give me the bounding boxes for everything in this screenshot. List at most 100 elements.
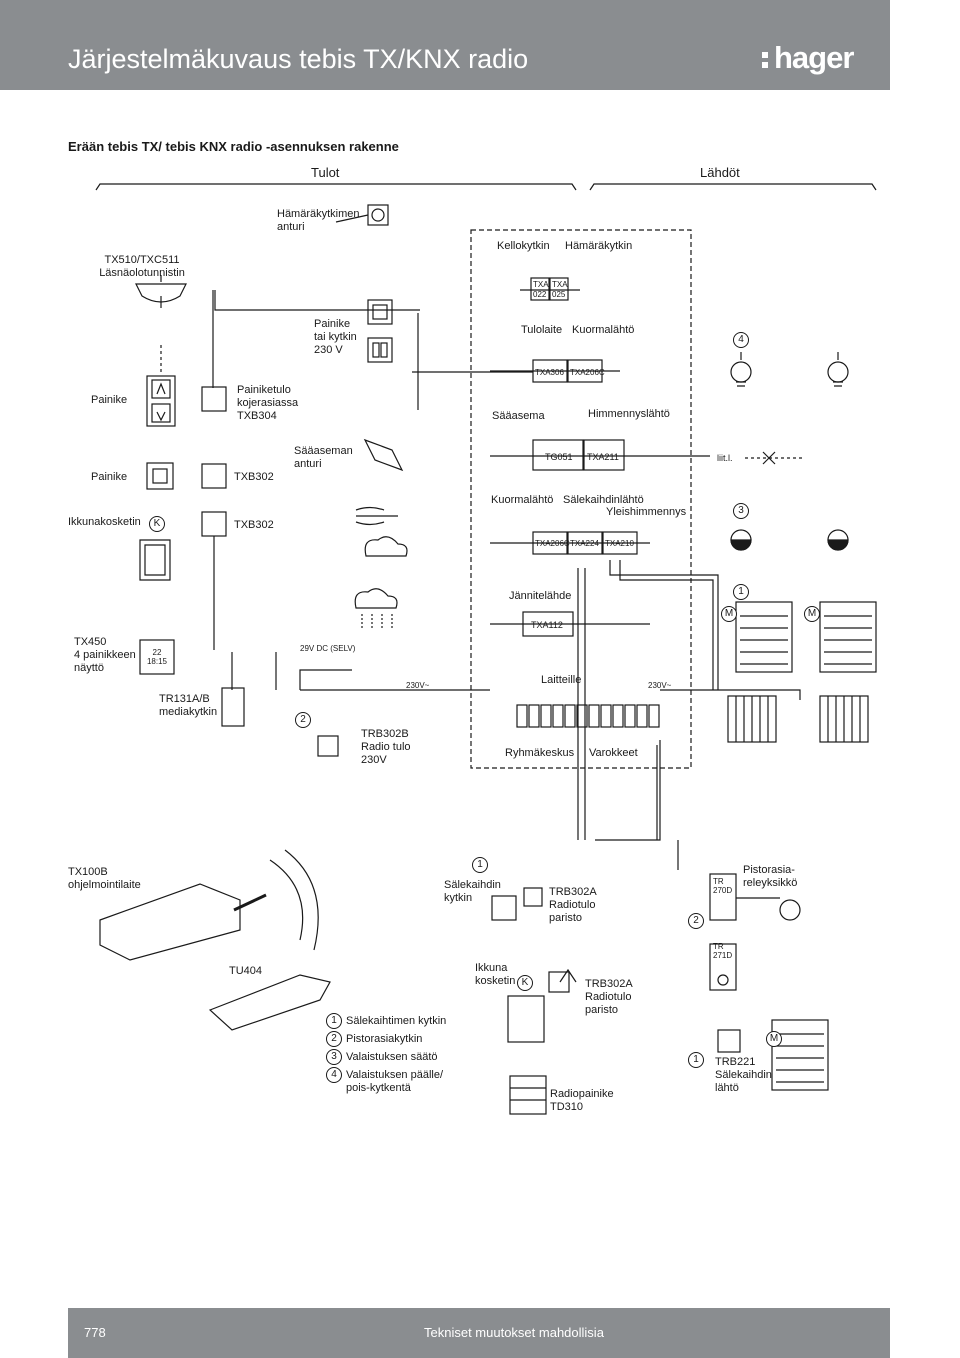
page-footer: 778 Tekniset muutokset mahdollisia bbox=[68, 1308, 890, 1358]
txa211-label: TXA211 bbox=[587, 452, 619, 462]
trb302a-label-1: TRB302A Radiotulo paristo bbox=[549, 886, 597, 924]
presence-label: TX510/TXC511 Läsnäolotunnistin bbox=[99, 254, 185, 279]
radio-waves-icon-1 bbox=[269, 849, 319, 951]
badge-3: 3 bbox=[733, 503, 749, 519]
txa206c-label-2: TXA206C bbox=[535, 539, 570, 548]
badge-2-top: 2 bbox=[295, 712, 311, 728]
fuses-label: Varokkeet bbox=[589, 747, 638, 759]
legend-text-3: Valaistuksen säätö bbox=[346, 1051, 438, 1063]
painike-label-1: Painike bbox=[91, 394, 128, 406]
motor-badge-1: M bbox=[721, 606, 737, 622]
distribution-label: Ryhmäkeskus bbox=[505, 747, 575, 759]
ac-label-1: 230V~ bbox=[406, 681, 430, 690]
shutter-switch-label: Sälekaihdin kytkin bbox=[444, 879, 501, 904]
trb221-icon bbox=[717, 1029, 741, 1053]
diagram-subtitle: Erään tebis TX/ tebis KNX radio -asennuk… bbox=[68, 139, 399, 154]
weather-sensor-icon bbox=[363, 438, 404, 472]
breakers bbox=[516, 704, 660, 728]
txa112-label: TXA112 bbox=[531, 620, 563, 630]
tx450-display-icon bbox=[139, 639, 175, 675]
txa025-module bbox=[549, 277, 569, 301]
pushbutton-230v-icon-2 bbox=[367, 337, 393, 363]
lamp-icon-2 bbox=[827, 361, 849, 387]
cabinet-dashed-outline bbox=[470, 229, 692, 769]
tx100b-label: TX100B ohjelmointilaite bbox=[68, 866, 141, 891]
outputs-bracket bbox=[589, 183, 877, 191]
txb304-icon bbox=[201, 386, 227, 412]
twilight-switch-label: Hämäräkytkin bbox=[565, 240, 633, 252]
page-title: Järjestelmäkuvaus tebis TX/KNX radio bbox=[68, 44, 529, 74]
connection-label: liit.l. bbox=[717, 453, 733, 463]
txb302-icon-2 bbox=[201, 511, 227, 537]
txb302-icon-1 bbox=[201, 463, 227, 489]
legend-text-2: Pistorasiakytkin bbox=[346, 1033, 423, 1045]
window-icon bbox=[139, 539, 171, 581]
devices-label: Laitteille bbox=[541, 674, 582, 686]
clock-switch-label: Kellokytkin bbox=[497, 240, 550, 252]
tr131-icon bbox=[221, 687, 245, 727]
shutter-icon-3 bbox=[771, 1019, 829, 1091]
inputs-bracket bbox=[95, 183, 577, 191]
badge-1-shutter: 1 bbox=[472, 857, 488, 873]
page-header: Järjestelmäkuvaus tebis TX/KNX radio hag… bbox=[0, 0, 890, 90]
txa224-label: TXA224 bbox=[570, 539, 599, 548]
motor-badge-2: M bbox=[804, 606, 820, 622]
radiator-icon-1 bbox=[727, 695, 777, 743]
trb302b-label: TRB302B Radio tulo 230V bbox=[361, 728, 411, 766]
k-badge-2: K bbox=[517, 975, 533, 991]
load-output-label-2: Kuormalähtö bbox=[491, 494, 554, 506]
bus-wire-5 bbox=[214, 290, 420, 311]
page-number: 778 bbox=[84, 1325, 106, 1340]
pushbutton-230v-icon-1 bbox=[367, 299, 393, 325]
txa306-label: TXA306 bbox=[535, 368, 564, 377]
dimmer-lamp-icon-1 bbox=[730, 529, 752, 551]
tg051-module bbox=[532, 439, 584, 471]
txa022-module bbox=[530, 277, 550, 301]
motor-badge-3: M bbox=[766, 1031, 782, 1047]
badge-1-trb221: 1 bbox=[688, 1052, 704, 1068]
lamp-icon-1 bbox=[730, 361, 752, 387]
outputs-heading: Lähdöt bbox=[700, 165, 740, 180]
window-contact-label-2: Ikkuna kosketin bbox=[475, 962, 516, 987]
txa022-label-b: 022 bbox=[533, 290, 547, 299]
inputs-heading: Tulot bbox=[311, 165, 340, 180]
wind-icon bbox=[355, 506, 398, 526]
badge-1-top: 1 bbox=[733, 584, 749, 600]
tx450-label: TX450 4 painikkeen näyttö bbox=[74, 636, 136, 674]
cloud-sun-icon bbox=[364, 536, 408, 557]
dimmer-output-label: Himmennyslähtö bbox=[588, 408, 670, 420]
badge-4: 4 bbox=[733, 332, 749, 348]
txa022-label-a: TXA bbox=[533, 280, 549, 289]
trb221-label: TRB221 Sälekaihdin lähtö bbox=[715, 1056, 772, 1094]
wire-out-2 bbox=[619, 560, 714, 690]
txa025-label-b: 025 bbox=[552, 290, 566, 299]
display-value: 22 18:15 bbox=[146, 648, 168, 666]
painike-icon-2 bbox=[146, 462, 174, 490]
legend-num-4: 4 bbox=[326, 1067, 342, 1083]
legend-num-2: 2 bbox=[326, 1031, 342, 1047]
ac-label-2: 230V~ bbox=[648, 681, 672, 690]
tr270d-socket-icon bbox=[709, 873, 737, 921]
hager-logo: hager bbox=[774, 40, 854, 75]
cloud-rain-icon bbox=[354, 588, 398, 609]
shutter-output-label: Sälekaihdinlähtö bbox=[563, 494, 644, 506]
td310-icon bbox=[509, 1075, 547, 1115]
lamp-icon-3 bbox=[779, 899, 801, 921]
pushbutton-switch-label: Painike tai kytkin 230 V bbox=[314, 318, 357, 356]
legend-num-1: 1 bbox=[326, 1013, 342, 1029]
tr270d-label: TR 270D bbox=[713, 877, 733, 895]
dc-supply-label: 29V DC (SELV) bbox=[300, 644, 356, 653]
shutter-icon-2 bbox=[819, 601, 877, 673]
txb302-label-1: TXB302 bbox=[234, 471, 274, 483]
weather-station-label: Sääasema bbox=[492, 410, 545, 422]
input-device-label: Tulolaite bbox=[521, 324, 563, 336]
wire-out-1 bbox=[609, 560, 719, 690]
weather-sensor-label: Sääaseman anturi bbox=[294, 445, 353, 470]
twilight-sensor-icon bbox=[367, 204, 389, 226]
txa025-label-a: TXA bbox=[552, 280, 568, 289]
trb302b-icon bbox=[317, 735, 339, 757]
tg051-label: TG051 bbox=[545, 452, 573, 462]
tu404-label: TU404 bbox=[229, 965, 263, 977]
tr131-label: TR131A/B mediakytkin bbox=[159, 693, 218, 718]
